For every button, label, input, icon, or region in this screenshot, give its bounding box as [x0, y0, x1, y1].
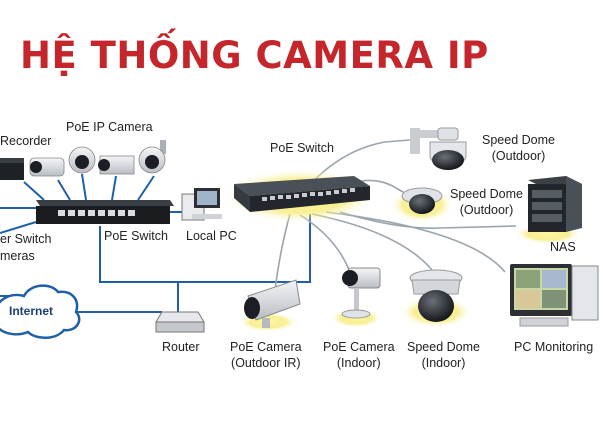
left-network-cables	[0, 173, 311, 313]
speed-dome-indoor-line2: (Indoor)	[421, 356, 466, 370]
ptz-camera-icon	[138, 140, 166, 174]
poe-camera-indoor-icon	[341, 267, 381, 319]
switch-partial-label-2: meras	[0, 249, 35, 263]
poe-camera-outdoor-icon	[244, 279, 301, 328]
speed-dome-outdoor-1	[410, 127, 467, 170]
speed-dome-indoor-icon	[409, 269, 463, 322]
local-pc-icon	[181, 188, 222, 221]
diagram-title: HỆ THỐNG CAMERA IP	[20, 34, 489, 77]
recorder-device	[0, 158, 24, 180]
poe-camera-indoor-line2: (Indoor)	[336, 356, 381, 370]
pc-monitoring-label: PC Monitoring	[514, 340, 594, 354]
main-poe-switch-label: PoE Switch	[270, 141, 334, 155]
switch-partial-label-1: er Switch	[0, 232, 52, 246]
main-poe-switch	[234, 176, 370, 212]
left-poe-switch-label: PoE Switch	[104, 229, 168, 243]
speed-dome-outdoor-1-line2: (Outdoor)	[491, 149, 546, 163]
left-poe-switch	[36, 200, 174, 224]
speed-dome-outdoor-1-line1: Speed Dome	[482, 133, 555, 147]
poe-camera-outdoor-line2: (Outdoor IR)	[231, 356, 301, 370]
poe-camera-outdoor-line1: PoE Camera	[230, 340, 302, 354]
bullet-camera-icon	[29, 157, 65, 177]
speed-dome-indoor-line1: Speed Dome	[407, 340, 480, 354]
speed-dome-outdoor-2-line2: (Outdoor)	[459, 203, 514, 217]
router-label: Router	[162, 340, 200, 354]
poe-ip-camera-label: PoE IP Camera	[66, 120, 153, 134]
pc-monitoring-icon	[510, 264, 599, 327]
internet-cloud	[0, 284, 81, 339]
speed-dome-indoor-label: Speed Dome (Indoor)	[407, 339, 480, 371]
speed-dome-outdoor-1-label: Speed Dome (Outdoor)	[482, 132, 555, 164]
speed-dome-outdoor-2-line1: Speed Dome	[450, 187, 523, 201]
poe-ip-camera-group	[29, 140, 166, 177]
nas-label: NAS	[550, 240, 576, 254]
speed-dome-outdoor-2-label: Speed Dome (Outdoor)	[450, 186, 523, 218]
poe-camera-indoor-label: PoE Camera (Indoor)	[323, 339, 395, 371]
nas-device	[528, 176, 582, 232]
poe-camera-outdoor-label: PoE Camera (Outdoor IR)	[230, 339, 302, 371]
recorder-label: Recorder	[0, 134, 52, 148]
internet-label: Internet	[9, 304, 54, 318]
dome-camera-icon	[68, 146, 96, 174]
speed-dome-outdoor-2	[401, 187, 443, 214]
box-camera-icon	[98, 155, 135, 175]
local-pc-label: Local PC	[186, 229, 237, 243]
router-icon	[155, 311, 205, 333]
poe-camera-indoor-line1: PoE Camera	[323, 340, 395, 354]
